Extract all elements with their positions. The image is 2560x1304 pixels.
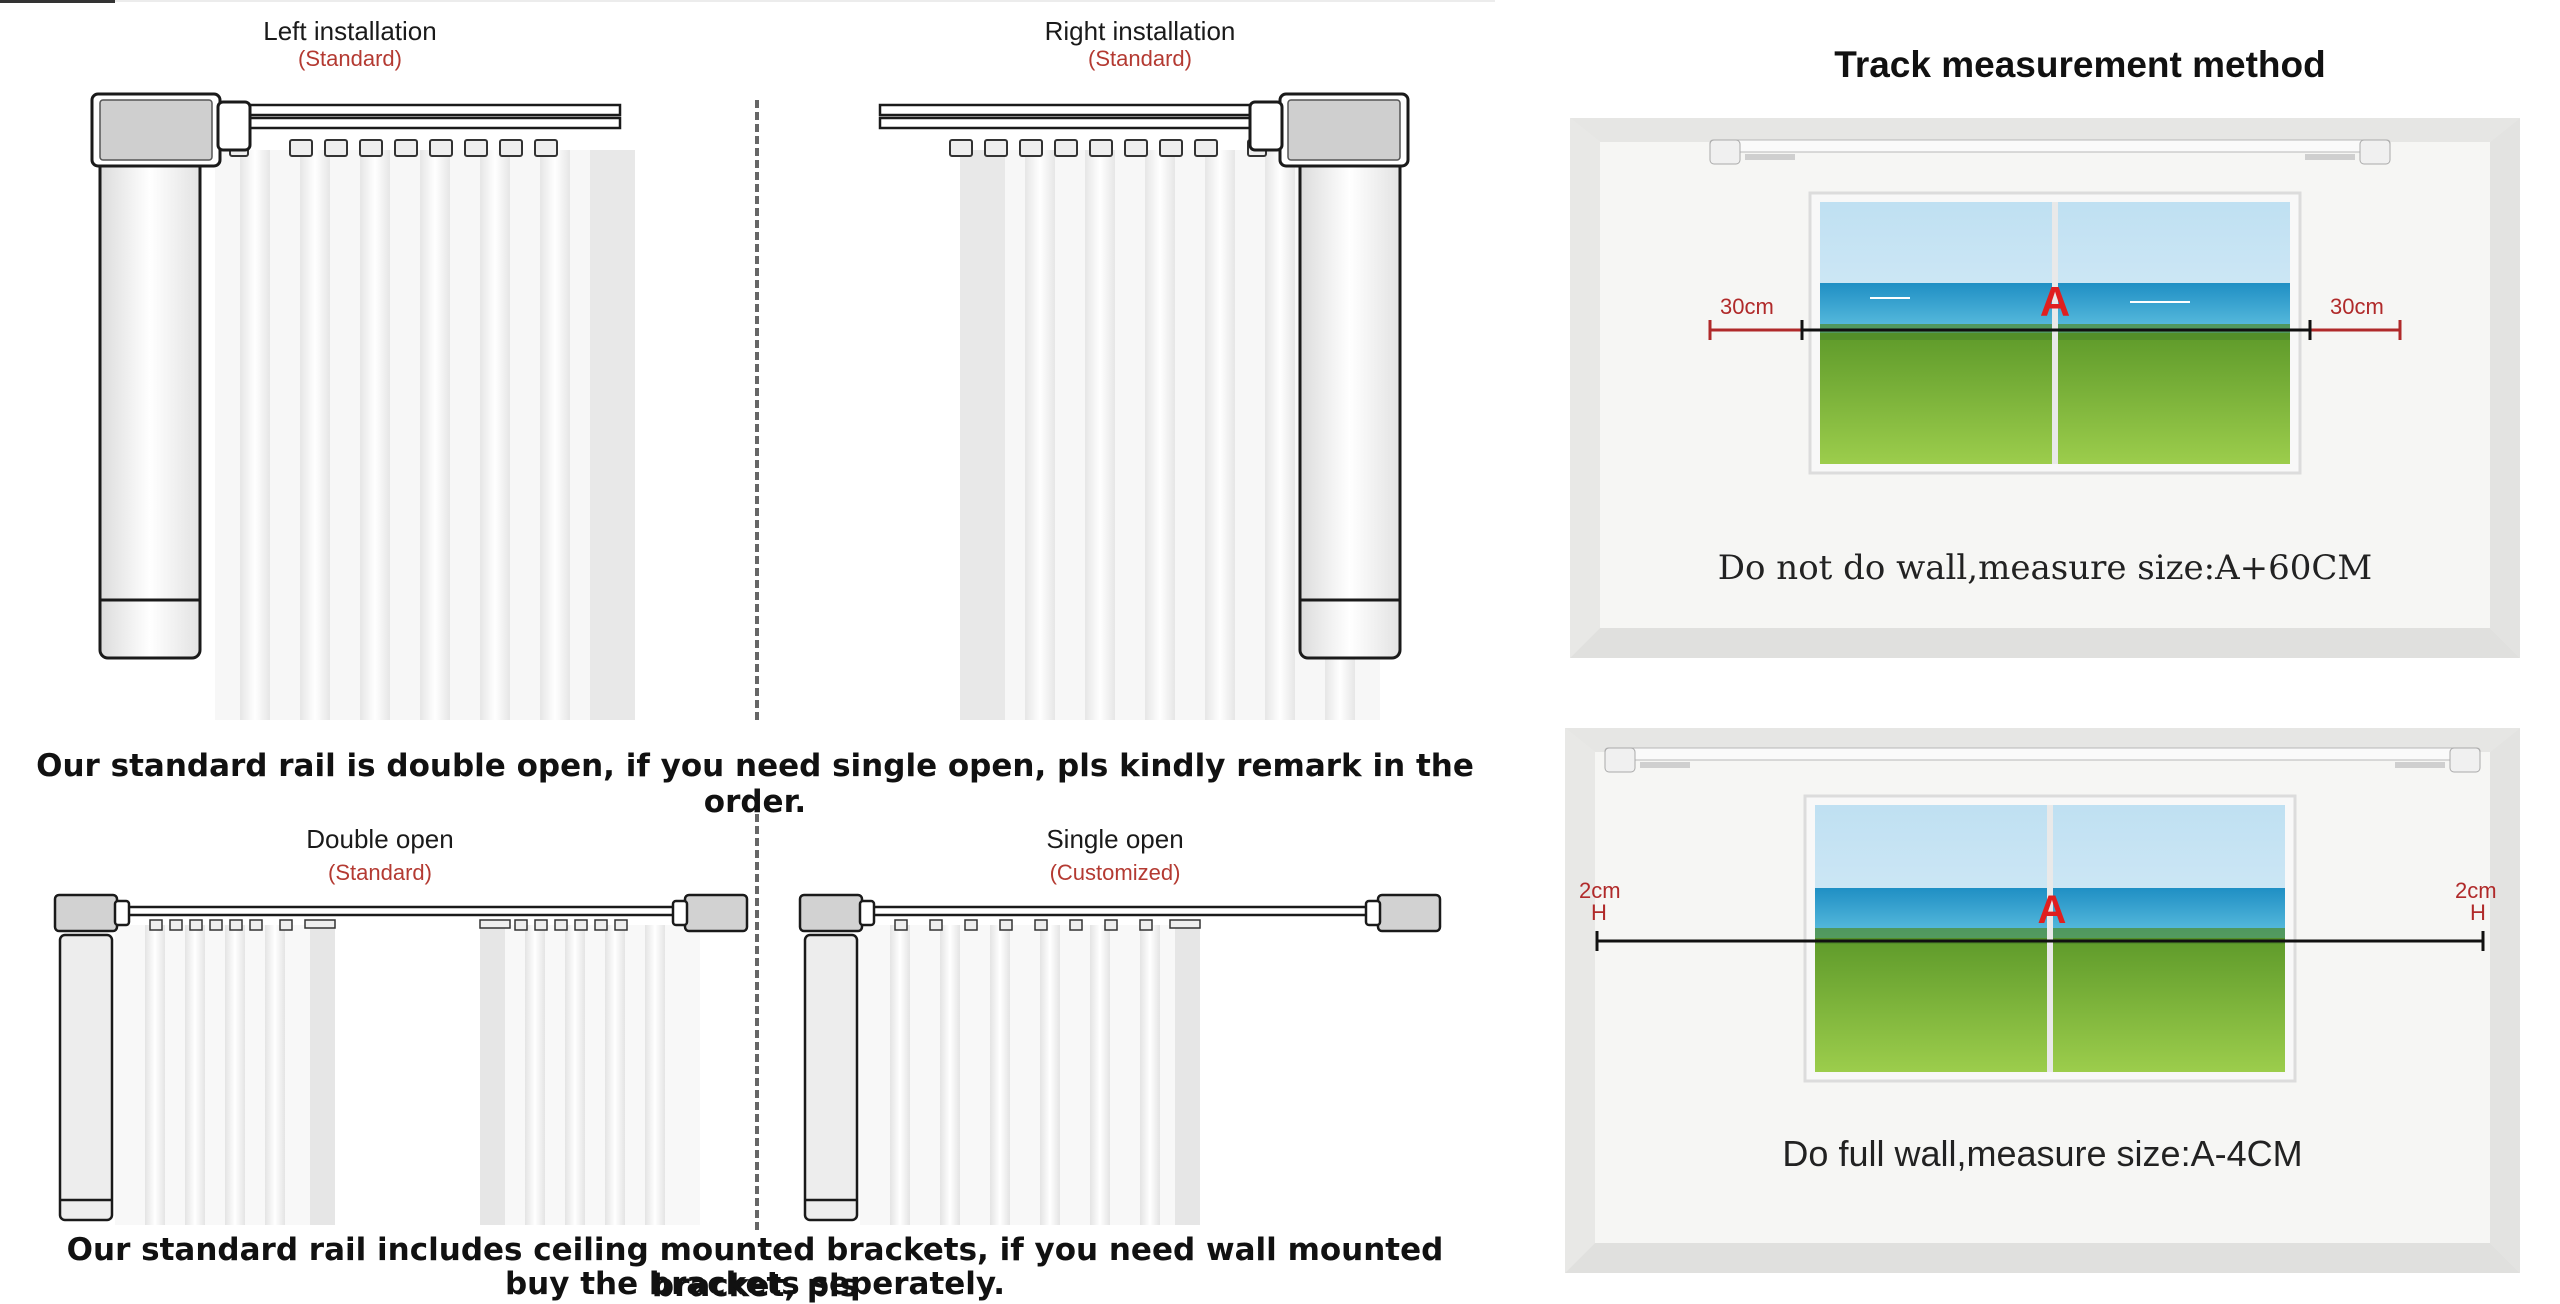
room2-left-dim: 2cm (1579, 878, 1621, 903)
left-installation-sub: (Standard) (298, 46, 402, 71)
room1-scene: A 30cm 30cm Do not do wall,measure size:… (1570, 118, 2520, 658)
bottom-dashed-separator (755, 790, 759, 1230)
room1-left-dim: 30cm (1720, 294, 1774, 319)
room2-drawing (1565, 728, 2520, 1273)
room2-scene: A 2cm H 2cm H Do full wall,measure size:… (1565, 728, 2520, 1273)
room1-mark-a: A (2039, 278, 2071, 325)
double-open-title: Double open (306, 824, 454, 854)
room2-right-dim: 2cm (2455, 878, 2497, 903)
top-edge-bar (0, 0, 115, 3)
double-open-diagram (53, 893, 749, 1225)
single-open-sub: (Customized) (1049, 860, 1181, 885)
double-open-note: Our standard rail is double open, if you… (36, 748, 1474, 820)
room1-right-dim: 30cm (2330, 294, 2384, 319)
left-install-curtain (215, 150, 635, 720)
top-dashed-separator (755, 100, 759, 720)
room1-drawing (1570, 118, 2520, 658)
right-installation-sub: (Standard) (1088, 46, 1192, 71)
right-installation-diagram (878, 92, 1410, 720)
room2-mark-a: A (2037, 888, 2067, 932)
bracket-note-line2: buy the brackets seperately. (504, 1266, 1006, 1302)
room1-caption: Do not do wall,measure size:A+60CM (1717, 548, 2373, 588)
room2-right-dim-sub: H (2470, 900, 2486, 925)
measurement-title: Track measurement method (1834, 44, 2326, 85)
bracket-note-line1: Our standard rail includes ceiling mount… (66, 1232, 1444, 1304)
room2-left-dim-sub: H (1591, 900, 1607, 925)
right-installation-title: Right installation (1044, 16, 1236, 46)
single-open-diagram (798, 893, 1442, 1225)
double-open-sub: (Standard) (328, 860, 432, 885)
left-installation-title: Left installation (263, 16, 437, 46)
top-edge-divider (115, 0, 1495, 2)
single-open-title: Single open (1046, 824, 1184, 854)
left-installation-diagram (90, 92, 635, 720)
left-install-hooks (229, 139, 558, 157)
room2-caption: Do full wall,measure size:A-4CM (1782, 1133, 2303, 1174)
